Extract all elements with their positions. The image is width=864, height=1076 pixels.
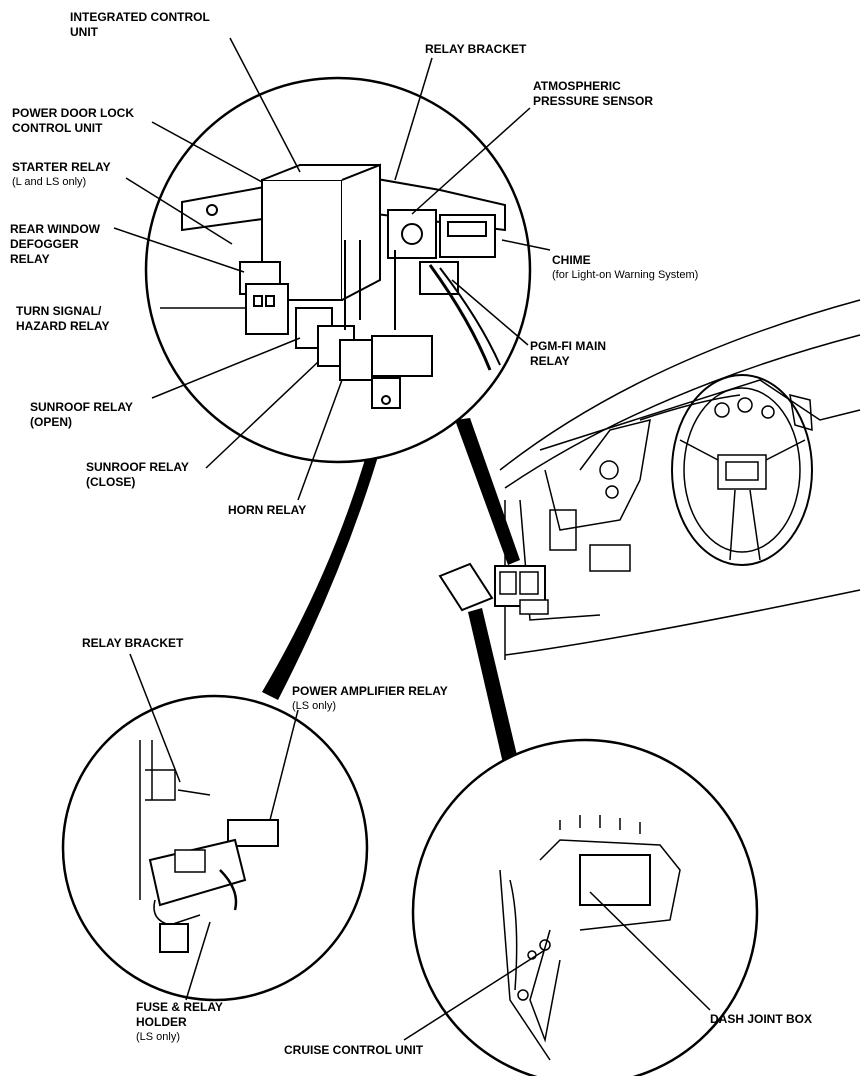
label-relay-bracket-top: RELAY BRACKET (425, 42, 527, 56)
dashboard-illustration (438, 299, 861, 660)
leader-horn (297, 379, 343, 501)
leader-pgmfi (451, 279, 529, 346)
right-detail-circle (411, 738, 759, 1076)
label-sunroof-close: SUNROOF RELAY (CLOSE) (86, 460, 189, 489)
label-dash-joint-box: DASH JOINT BOX (710, 1012, 813, 1026)
leader-integrated-control (229, 37, 301, 173)
label-starter-relay: STARTER RELAY (L and LS only) (12, 160, 111, 188)
under-dash-module (438, 562, 494, 612)
fuse-holder-top (371, 335, 433, 377)
label-turn-signal: TURN SIGNAL/ HAZARD RELAY (16, 304, 110, 333)
label-horn-relay: HORN RELAY (228, 503, 307, 517)
bracket-bolt (206, 204, 218, 216)
turn-signal-relay-box (245, 283, 289, 335)
label-relay-bracket-bottom: RELAY BRACKET (82, 636, 184, 650)
label-power-door-lock: POWER DOOR LOCK CONTROL UNIT (12, 106, 134, 135)
leader-atmospheric (411, 107, 531, 215)
label-fuse-relay-holder: FUSE & RELAY HOLDER (LS only) (136, 1000, 223, 1043)
leader-dash-joint-box (589, 891, 711, 1011)
connector-band-top-to-dash (455, 418, 520, 565)
horn-relay-box (339, 339, 375, 381)
connector-band-top-to-left (262, 420, 388, 700)
leader-cruise-control (403, 949, 546, 1041)
leader-starter-relay (125, 177, 233, 245)
label-rear-window-defogger: REAR WINDOW DEFOGGER RELAY (10, 222, 100, 266)
fuse-holder-lower-block (159, 923, 189, 953)
power-amplifier-relay-box (227, 819, 279, 847)
steering-wheel (671, 374, 813, 566)
leader-power-amplifier (269, 709, 299, 821)
leader-relay-bracket-top (394, 57, 433, 181)
leader-sunroof-open (151, 337, 301, 399)
leader-relay-bracket-bottom (129, 653, 181, 783)
label-power-amplifier-relay: POWER AMPLIFIER RELAY (LS only) (292, 684, 448, 712)
label-pgmfi-main-relay: PGM-FI MAIN RELAY (530, 339, 606, 368)
leader-chime (501, 239, 551, 251)
top-relay-assembly (181, 163, 506, 409)
connector-band-dash-to-right (468, 608, 520, 772)
leader-fuse-relay-holder (185, 921, 211, 1001)
label-cruise-control-unit: CRUISE CONTROL UNIT (284, 1043, 424, 1057)
leader-lines (113, 37, 711, 1041)
label-chime: CHIME (for Light-on Warning System) (552, 253, 699, 281)
leader-power-door-lock (151, 121, 263, 183)
label-sunroof-open: SUNROOF RELAY (OPEN) (30, 400, 133, 429)
dash-joint-box-assembly (499, 815, 681, 1061)
leader-defogger (113, 227, 245, 273)
fuse-relay-holder-assembly (139, 740, 279, 953)
leader-sunroof-close (205, 361, 319, 469)
dash-joint-box (579, 854, 651, 906)
label-integrated-control-unit: INTEGRATED CONTROL UNIT (70, 10, 210, 39)
label-atmospheric-pressure-sensor: ATMOSPHERIC PRESSURE SENSOR (533, 79, 654, 108)
